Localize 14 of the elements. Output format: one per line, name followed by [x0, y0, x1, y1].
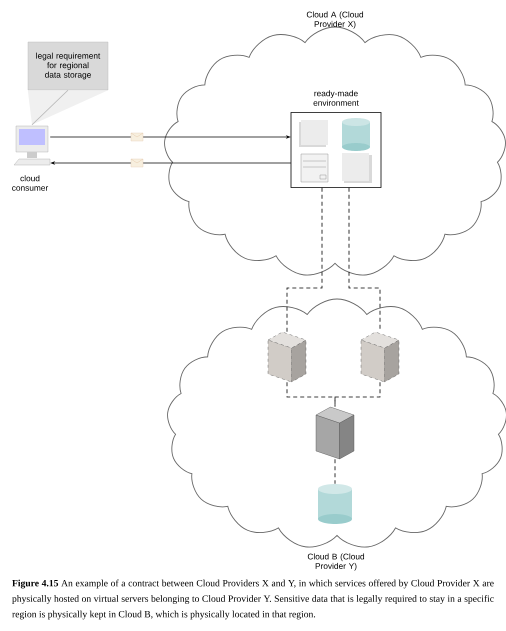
callout-box: legal requirement for regional data storage	[28, 42, 108, 90]
caption: Figure 4.15 An example of a contract between Cloud Providers X and Y, in which services offered by Cloud Provider X are physically hosted on virtual servers belonging to Cloud Provider Y. Sensitive data that is legally required to stay in a specific region is physically kept in Cloud B, which is physically located in that region.	[12, 580, 494, 620]
virtual-server-icon	[360, 332, 400, 382]
connector	[286, 187, 322, 332]
cloud-label: Cloud B (Cloud Provider Y)	[308, 553, 364, 571]
connector	[334, 458, 336, 484]
server-icon	[316, 406, 354, 460]
computer-label: cloud consumer	[12, 175, 48, 191]
connector	[286, 382, 336, 408]
cloud-label: Cloud A (Cloud Provider X)	[306, 11, 364, 29]
virtual-server-icon	[268, 332, 306, 382]
connector	[32, 90, 68, 126]
box-label: ready-made environment	[314, 90, 359, 106]
storage-cylinder	[318, 484, 352, 524]
